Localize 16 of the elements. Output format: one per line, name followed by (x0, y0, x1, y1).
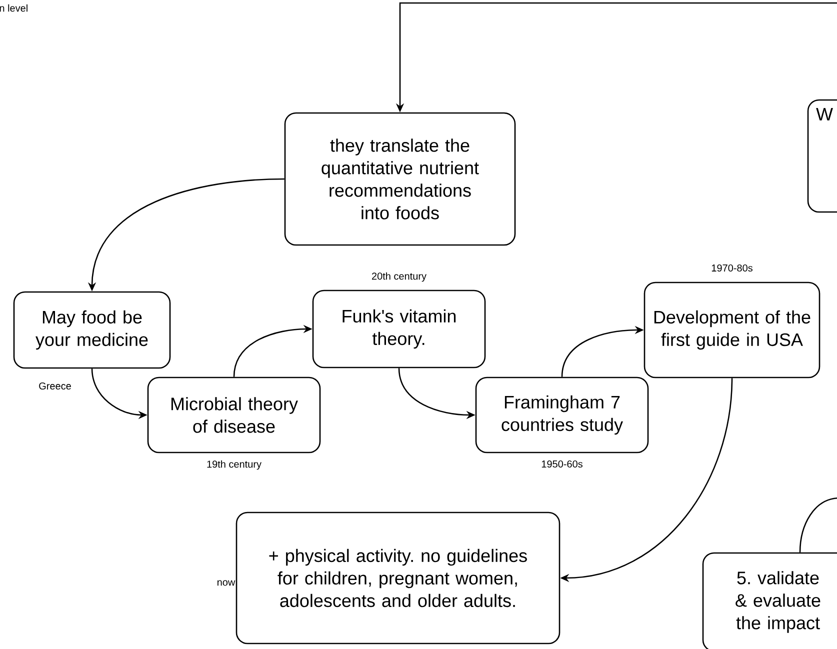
process-box: Funk's vitamin theory. (312, 290, 486, 368)
process-box: Microbial theory of disease (147, 376, 321, 454)
date-label: 1970-80s (712, 264, 752, 272)
date-label: 19th century (207, 460, 262, 470)
date-label: now (218, 580, 236, 586)
cut-off-text: n level (0, 4, 28, 12)
date-label: Greece (39, 382, 71, 390)
process-box: W (807, 99, 837, 213)
process-box: they translate the quantitative nutrient recommendations into foods (284, 112, 516, 246)
process-box: + physical activity. no guidelines for children, pregnant women, adolescents and older adults. (236, 512, 560, 644)
date-label: 1950-60s (542, 460, 582, 468)
process-box: 5. validate & evaluate the impact (702, 552, 837, 649)
process-box: May food be your medicine (13, 291, 171, 369)
process-box: Framingham 7 countries study (475, 376, 649, 454)
date-label: 20th century (372, 272, 426, 282)
process-box: Development of the first guide in USA (644, 282, 820, 378)
